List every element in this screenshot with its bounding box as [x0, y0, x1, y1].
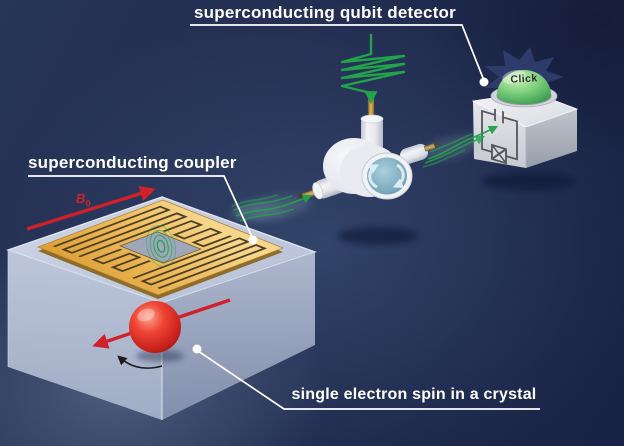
- precession-arrow: [117, 355, 163, 369]
- plate-aperture: [119, 231, 202, 264]
- detector-leader-line: [190, 24, 484, 79]
- label-b0-field: B0: [76, 191, 91, 209]
- signal-wave-left: [231, 194, 313, 222]
- b0-field-arrow: [26, 186, 156, 231]
- leader-lines: [28, 24, 540, 410]
- sphere-shadow: [136, 350, 184, 362]
- b0-symbol: B: [76, 191, 86, 206]
- electron-spin: [92, 298, 231, 369]
- label-electron-spin: single electron spin in a crystal: [291, 386, 537, 403]
- coupler-leader-dot: [248, 235, 258, 245]
- coupler-plate: [37, 199, 284, 299]
- click-button: [490, 70, 558, 108]
- sphere-highlight: [137, 308, 155, 322]
- detector-shadow: [482, 172, 574, 190]
- electron-sphere: [129, 301, 181, 353]
- label-coupler: superconducting coupler: [28, 153, 237, 172]
- microwave-coil-arrow: [340, 34, 406, 105]
- b0-subscript: 0: [85, 198, 91, 209]
- field-spiral: [146, 225, 177, 268]
- detector-leader-dot: [479, 77, 489, 87]
- circulator-face: [367, 157, 407, 195]
- qubit-circuit: [481, 108, 518, 165]
- spin-leader-dot: [192, 344, 202, 354]
- circulation-arrows: [367, 163, 405, 189]
- qubit-detector: [471, 47, 579, 168]
- label-qubit-detector: superconducting qubit detector: [194, 3, 456, 22]
- circulator: [297, 92, 440, 201]
- green-dome: [497, 70, 551, 104]
- spin-leader-line: [197, 350, 540, 410]
- meander-resonator: [52, 205, 268, 289]
- dome-highlight: [502, 70, 526, 84]
- coupler-leader-line: [28, 175, 253, 238]
- signal-wave-right: [422, 125, 499, 168]
- circulator-shadow: [338, 227, 418, 245]
